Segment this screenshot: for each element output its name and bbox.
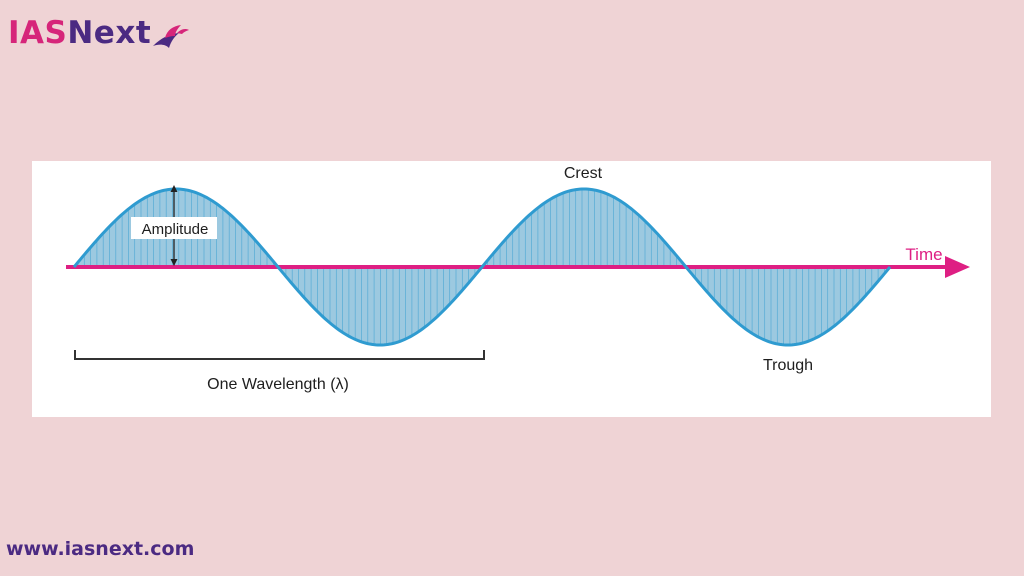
amplitude-label: Amplitude [142, 221, 209, 238]
bird-icon [153, 25, 189, 48]
crest-label: Crest [564, 165, 603, 182]
logo: IASNext [8, 15, 189, 51]
time-axis-arrowhead [945, 256, 970, 278]
wave-curve [72, 187, 892, 347]
wave-diagram-panel: Amplitude Crest Trough Time One Waveleng… [32, 161, 991, 417]
trough-label: Trough [763, 357, 813, 374]
logo-ias-text: IAS [8, 15, 68, 51]
amplitude-label-bg [131, 217, 217, 239]
wavelength-bracket [74, 350, 485, 360]
website-url: www.iasnext.com [6, 538, 195, 560]
wavelength-label: One Wavelength (λ) [207, 376, 349, 393]
logo-next-text: Next [67, 15, 152, 51]
wave-diagram: Amplitude Crest Trough Time One Waveleng… [66, 165, 970, 393]
time-label: Time [905, 245, 942, 264]
